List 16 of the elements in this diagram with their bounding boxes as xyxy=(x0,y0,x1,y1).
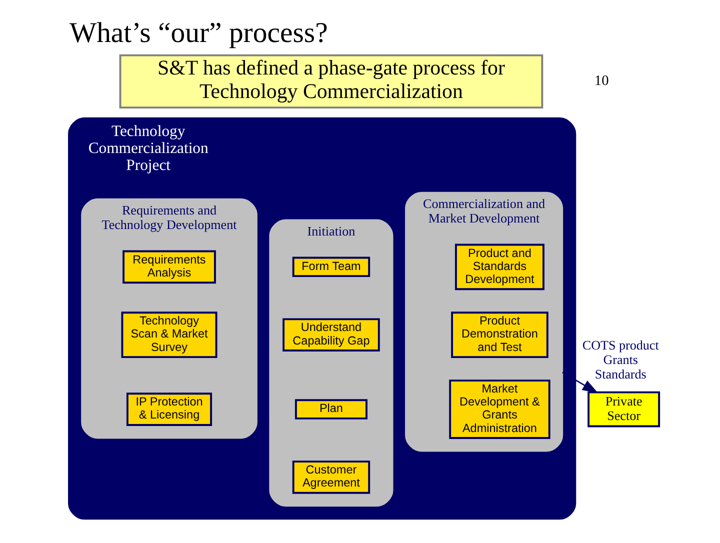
node-box: Product Demonstration and Test xyxy=(451,312,548,358)
node-box: Form Team xyxy=(292,256,370,278)
node-box: Private Sector xyxy=(588,391,660,428)
node-box: IP Protection & Licensing xyxy=(126,392,212,426)
node-box: Customer Agreement xyxy=(292,460,370,494)
label: 10 xyxy=(594,73,609,90)
node-box: Market Development & Grants Administration xyxy=(449,380,550,440)
node-box: Plan xyxy=(294,399,368,420)
diagram-title: What’s “our” process? xyxy=(69,16,328,49)
node-box: Understand Capability Gap xyxy=(282,318,380,352)
node-box: Product and Standards Development xyxy=(454,244,544,290)
arrow xyxy=(562,372,598,394)
node-box: Requirements Analysis xyxy=(122,250,216,284)
node-box: S&T has defined a phase-gate process for Technology Commercialization xyxy=(119,54,544,109)
edge-label: COTS product Grants Standards xyxy=(582,338,659,382)
node-box: Technology Scan & Market Survey xyxy=(121,312,218,358)
